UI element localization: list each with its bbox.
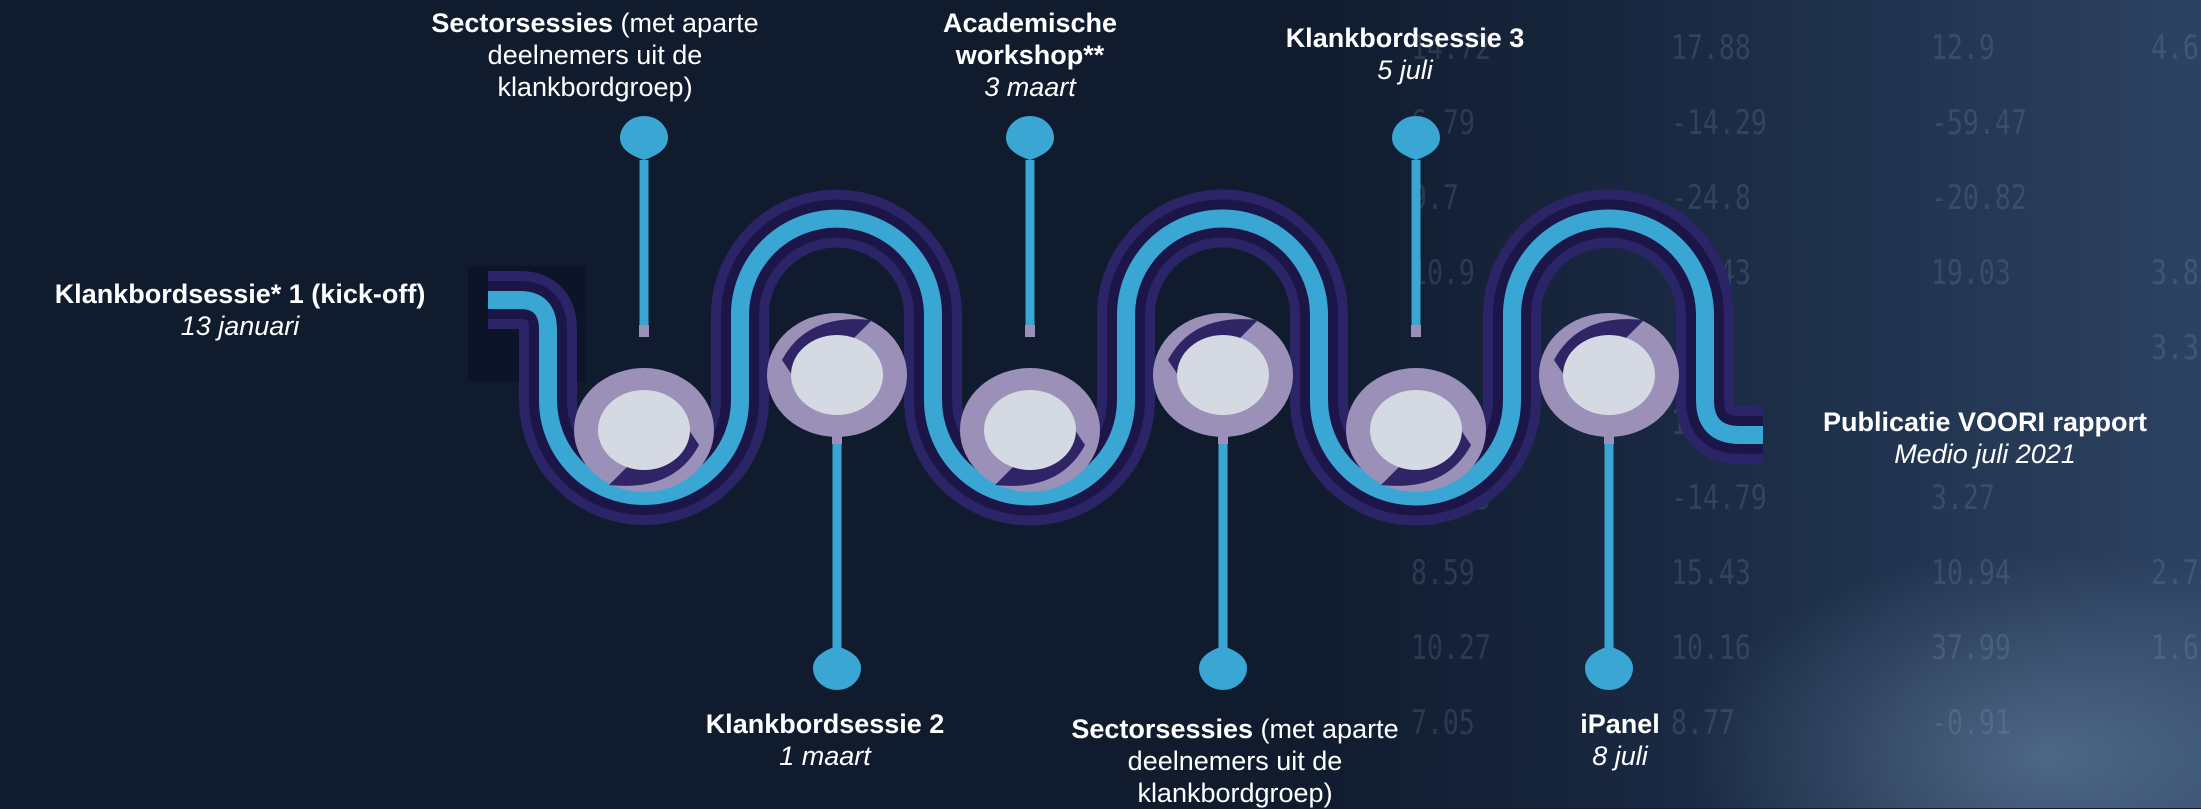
background-number: 4.61	[2151, 28, 2201, 68]
node-center	[1370, 390, 1462, 470]
connectors	[620, 116, 1633, 690]
node-3	[960, 368, 1100, 492]
background-number: -20.82	[1931, 178, 2027, 218]
milestone-label-1: Klankbordsessie* 1 (kick-off) 13 januari	[54, 279, 426, 341]
background-number: 15.43	[1671, 553, 1751, 593]
background-number: 2.73	[2151, 553, 2201, 593]
milestone-label-7: iPanel 8 juli	[1580, 709, 1660, 771]
connector-stub	[639, 325, 649, 337]
connector-6	[1585, 432, 1633, 690]
connector-stub	[832, 432, 842, 444]
pin-head-icon	[1006, 116, 1054, 160]
background-number: 19.03	[1931, 253, 2011, 293]
background-number: 10.16	[1671, 628, 1751, 668]
background-number: 10.94	[1931, 553, 2011, 593]
background-number: -14.29	[1671, 103, 1767, 143]
background-number: -59.47	[1931, 103, 2027, 143]
background-number: 10.27	[1411, 628, 1491, 668]
timeline-path	[488, 189, 1769, 526]
pin-head-icon	[813, 646, 861, 690]
node-2	[767, 313, 907, 437]
node-center	[598, 390, 690, 470]
node-5	[1346, 368, 1486, 492]
background-number: 3.83	[2151, 253, 2201, 293]
background-number: -14.79	[1671, 478, 1767, 518]
background-number: 3.31	[2151, 328, 2201, 368]
background-number: 7.05	[1411, 703, 1475, 743]
path-light-band	[488, 209, 1763, 506]
background-number: 1.61	[2151, 628, 2201, 668]
nodes	[574, 313, 1679, 492]
background-number: -24.8	[1671, 178, 1751, 218]
pin-head-icon	[1585, 646, 1633, 690]
connector-5	[1392, 116, 1440, 337]
node-center	[791, 335, 883, 415]
connector-stub	[1604, 432, 1614, 444]
milestone-label-3: Klankbordsessie 2 1 maart	[705, 709, 945, 771]
milestone-label-8: Publicatie VOORI rapport Medio juli 2021	[1822, 407, 2148, 469]
background-number: 12.9	[1931, 28, 1995, 68]
node-center	[1563, 335, 1655, 415]
node-6	[1539, 313, 1679, 437]
background-number: 17.88	[1671, 28, 1751, 68]
background-glow	[1681, 548, 2201, 808]
milestone-label-4: Academische workshop** 3 maart	[942, 8, 1118, 102]
milestone-label-5: Sectorsessies (met aparte deelnemers uit…	[1071, 714, 1399, 808]
node-4	[1153, 313, 1293, 437]
connector-3	[1006, 116, 1054, 337]
background-number: 8.77	[1671, 703, 1735, 743]
background-number: 14.72	[1411, 28, 1491, 68]
background-number: 37.99	[1931, 628, 2011, 668]
connector-stub	[1218, 432, 1228, 444]
node-center	[1177, 335, 1269, 415]
node-1	[574, 368, 714, 492]
connector-4	[1199, 432, 1247, 690]
connector-2	[813, 432, 861, 690]
pin-head-icon	[1199, 646, 1247, 690]
pin-head-icon	[620, 116, 668, 160]
milestone-label-2: Sectorsessies (met aparte deelnemers uit…	[431, 8, 759, 102]
background-number: 10.9	[1411, 253, 1475, 293]
connector-stub	[1411, 325, 1421, 337]
node-center	[984, 390, 1076, 470]
connector-1	[620, 116, 668, 337]
background-number: 3.27	[1931, 478, 1995, 518]
pin-head-icon	[1392, 116, 1440, 160]
connector-stub	[1025, 325, 1035, 337]
background-number: 8.59	[1411, 553, 1475, 593]
background-number: -0.91	[1931, 703, 2011, 743]
milestone-label-6: Klankbordsessie 3 5 juli	[1285, 23, 1525, 85]
